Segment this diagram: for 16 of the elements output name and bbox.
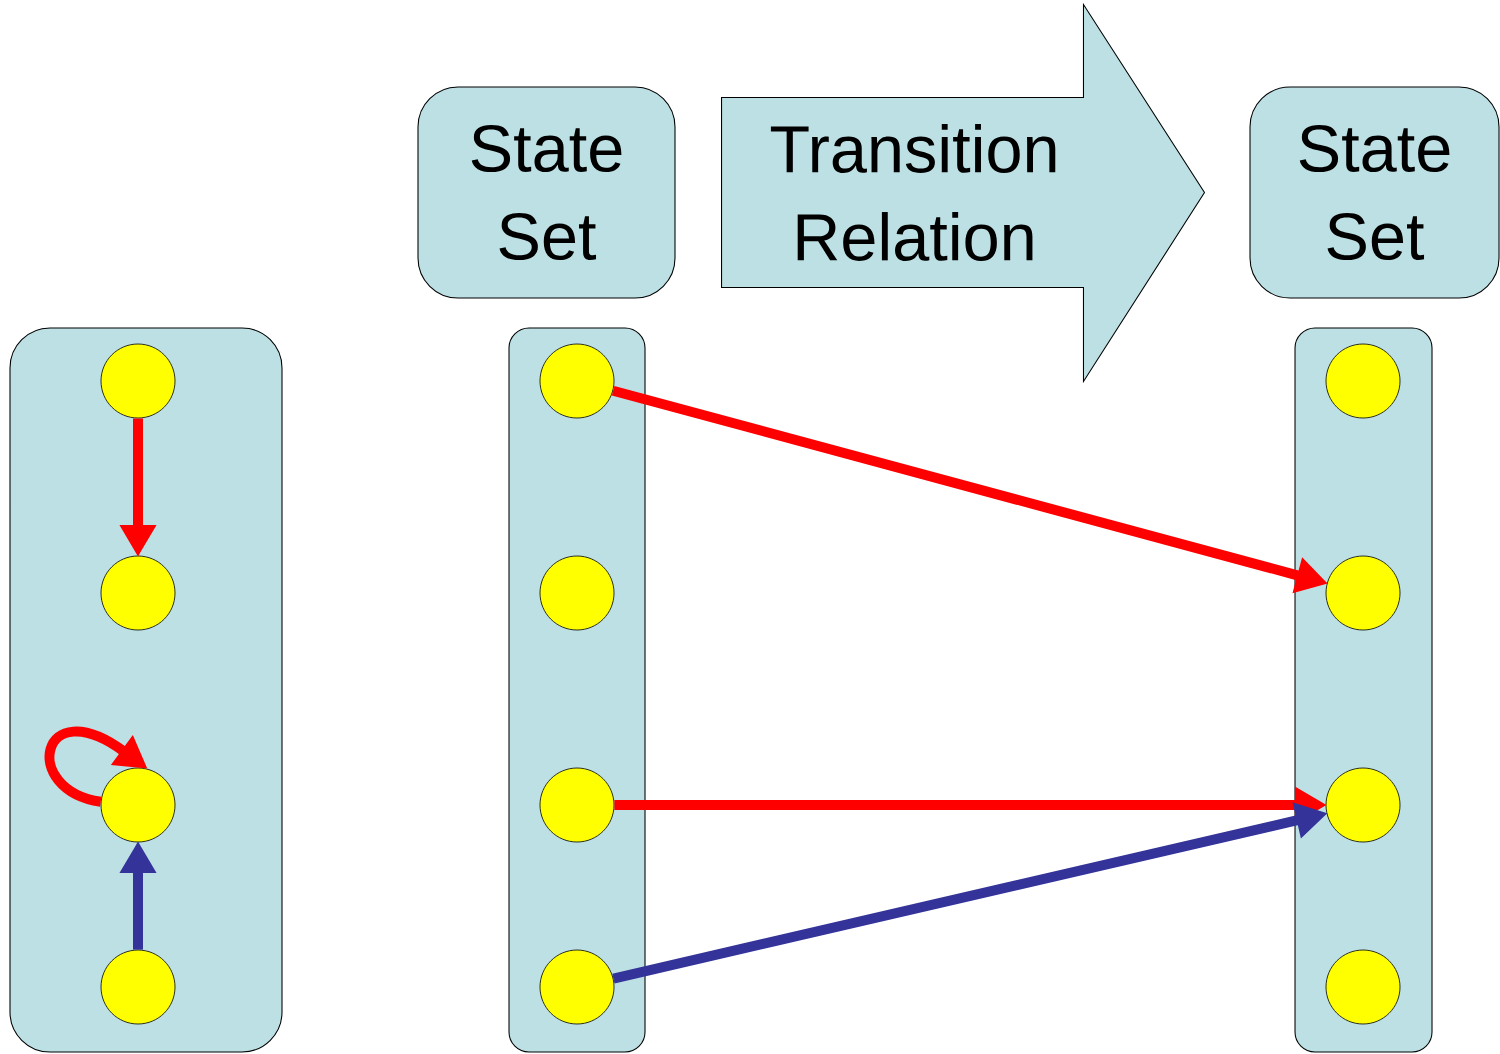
state-set-box: State Set [417,86,676,299]
state-circle [1325,343,1401,419]
state-circle [100,555,176,631]
state-set-box: State Set [1249,86,1500,299]
state-circle [539,767,615,843]
state-circle [100,343,176,419]
block-arrow [721,2,1206,384]
state-circle [539,555,615,631]
state-circle [100,767,176,843]
state-circle [100,949,176,1025]
state-circle [1325,555,1401,631]
state-circle [1325,949,1401,1025]
state-circle [539,949,615,1025]
state-circle [1325,767,1401,843]
state-circle [539,343,615,419]
edge-label: Transition Relation [770,124,1056,261]
